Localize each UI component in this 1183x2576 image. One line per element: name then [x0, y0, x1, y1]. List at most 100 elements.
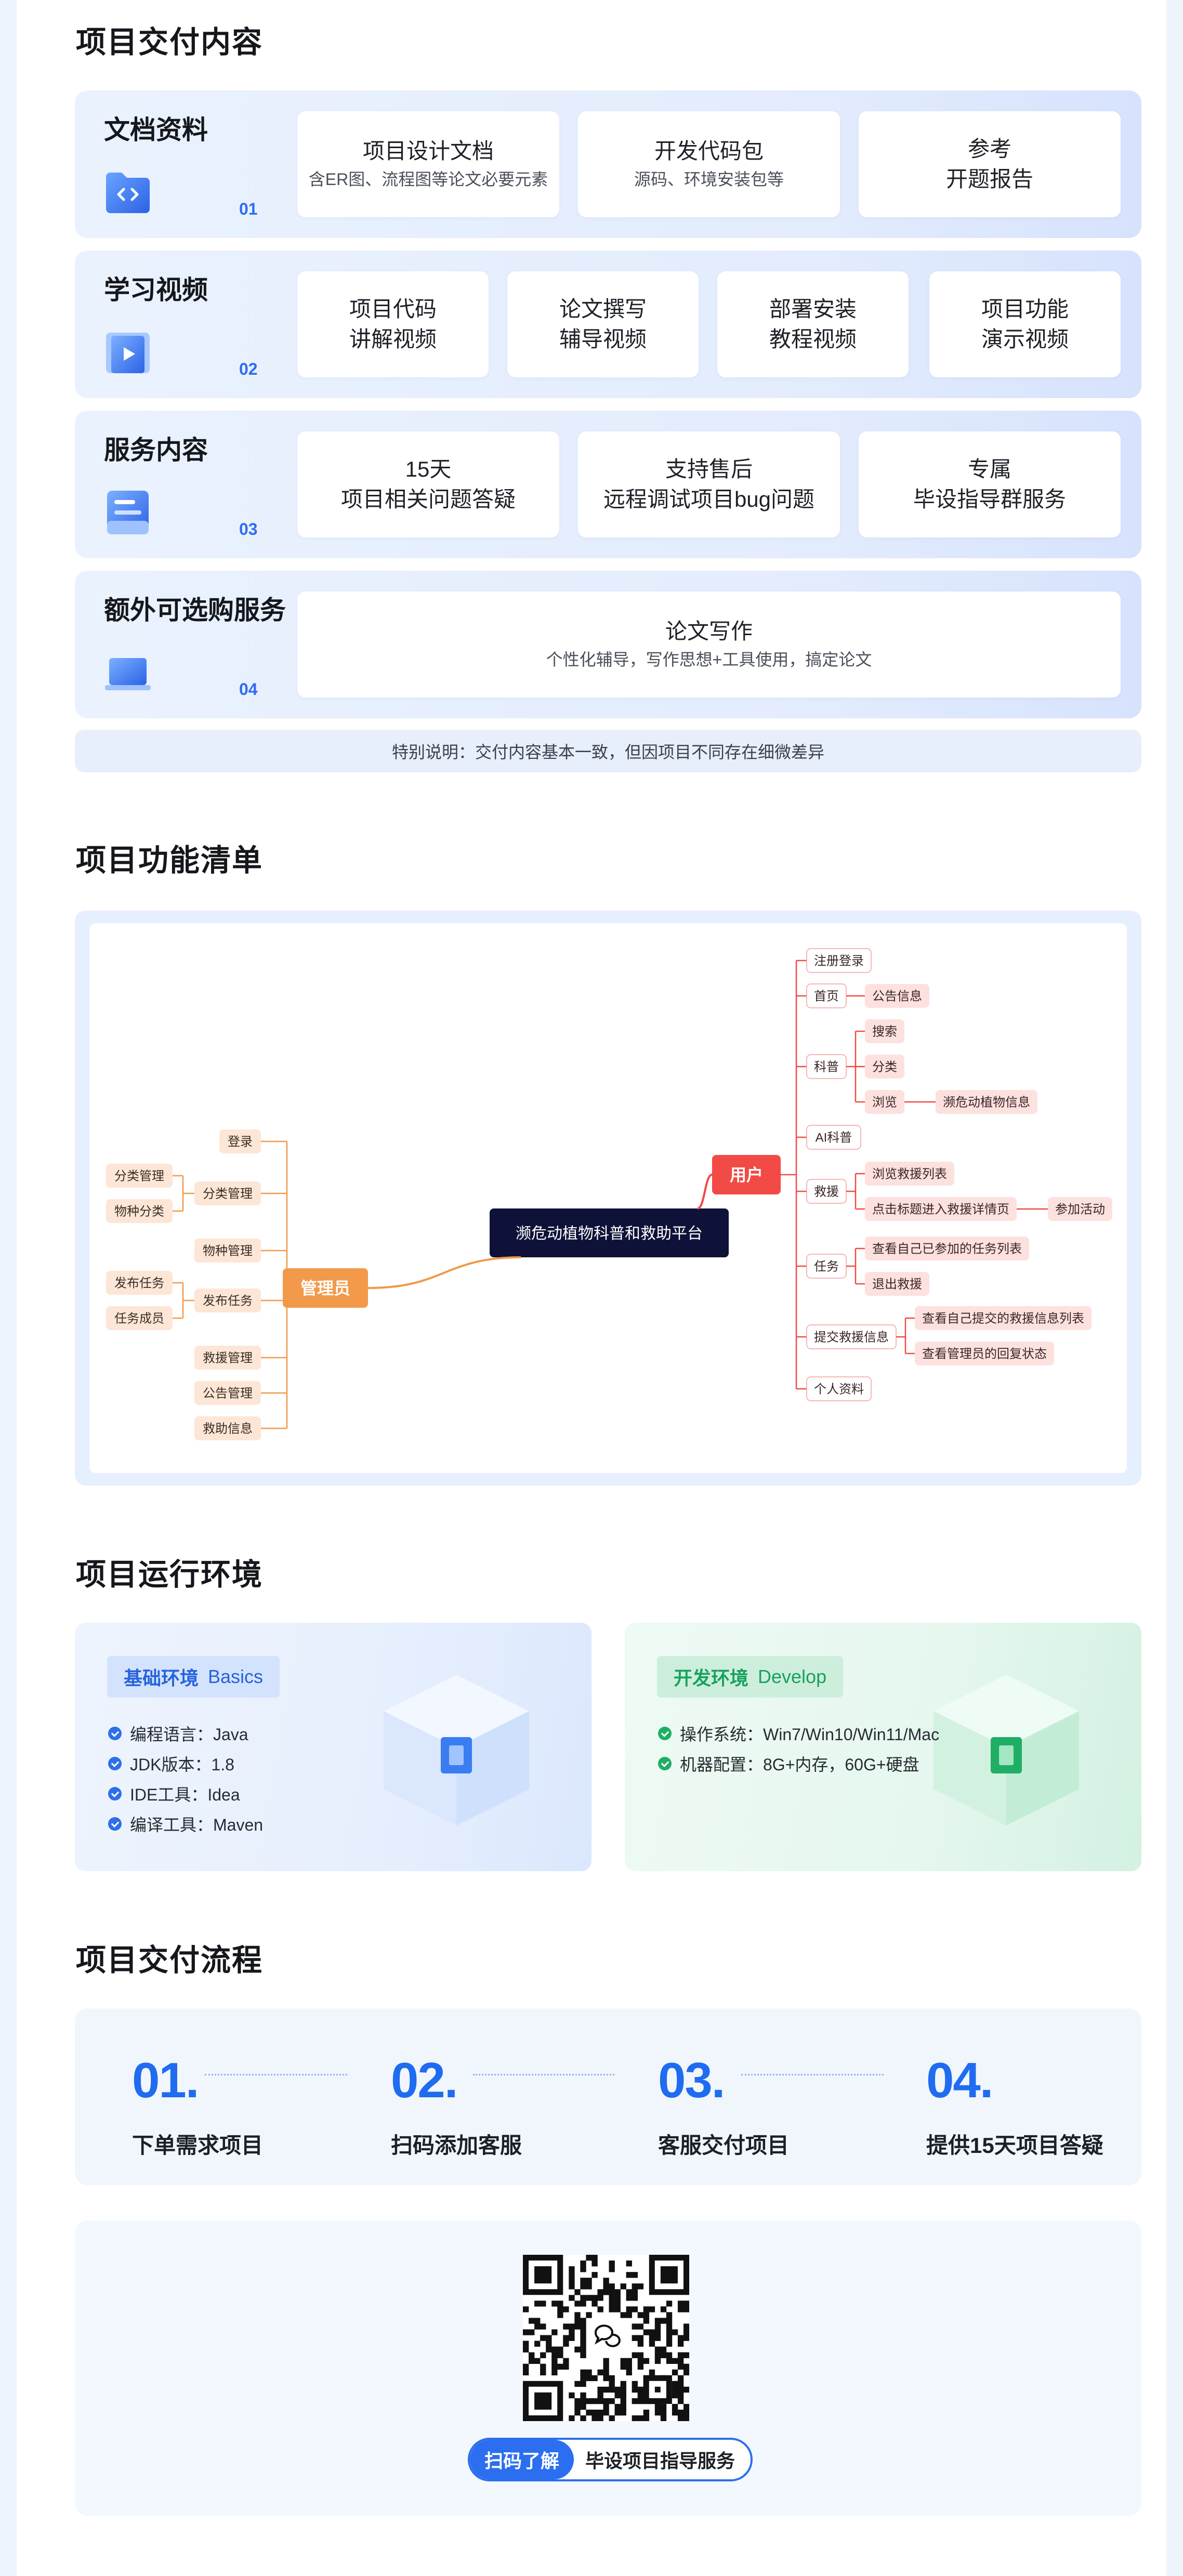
check-circle-icon [108, 1817, 122, 1831]
card-title: 项目代码 [349, 297, 437, 321]
env-tag-en: Develop [758, 1666, 827, 1687]
feature-mindmap: 濒危动植物科普和救助平台管理员登录分类管理分类管理物种分类物种管理发布任务发布任… [89, 923, 1127, 1473]
mindmap-user-subitem: 公告信息 [865, 984, 929, 1008]
mindmap-user-subitem: 浏览救援列表 [865, 1162, 954, 1186]
mindmap-link [697, 1174, 713, 1210]
env-tag-basics: 基础环境 Basics [107, 1656, 280, 1698]
env-item: IDE工具：Idea [108, 1779, 263, 1809]
section-title-flow: 项目交付流程 [76, 1943, 264, 1977]
mindmap-admin-item: 发布任务 [194, 1289, 261, 1312]
svg-text:救助信息: 救助信息 [203, 1422, 253, 1436]
mindmap-user-subitem: 查看自己已参加的任务列表 [865, 1237, 1029, 1260]
svg-text:点击标题进入救援详情页: 点击标题进入救援详情页 [872, 1203, 1009, 1217]
deliverable-row-name: 学习视频 [104, 275, 208, 305]
mindmap-user-subitem: 搜索 [865, 1019, 904, 1043]
env-item: 操作系统：Win7/Win10/Win11/Mac [658, 1718, 939, 1749]
svg-text:管理员: 管理员 [300, 1279, 350, 1298]
deliverable-card: 论文撰写 辅导视频 [507, 271, 699, 377]
deliverable-row-name: 文档资料 [104, 115, 208, 144]
env-item-text: JDK版本：1.8 [130, 1755, 234, 1774]
deliverable-card: 支持售后 远程调试项目bug问题 [578, 431, 840, 537]
env-item: 机器配置：8G+内存，60G+硬盘 [658, 1749, 939, 1779]
qr-section: 扫码了解 毕设项目指导服务 [75, 2220, 1141, 2516]
deliverable-row-extra: 额外可选购服务 04 论文写作 个性化辅导，写作思想+工具使用，搞定论文 [75, 571, 1141, 718]
card-title-line2: 项目相关问题答疑 [340, 487, 516, 511]
svg-text:发布任务: 发布任务 [114, 1277, 164, 1291]
card-title: 项目设计文档 [362, 139, 494, 163]
svg-text:公告信息: 公告信息 [872, 990, 922, 1004]
svg-text:救援: 救援 [814, 1185, 839, 1199]
mindmap-user-node: 用户 [712, 1155, 781, 1194]
mindmap-user-subitem: 退出救援 [865, 1272, 929, 1296]
flow-step-label: 扫码添加客服 [391, 2133, 522, 2158]
check-circle-icon [658, 1757, 672, 1770]
card-title-line2: 辅导视频 [559, 327, 647, 351]
card-subtitle: 个性化辅导，写作思想+工具使用，搞定论文 [546, 650, 872, 669]
svg-text:AI科普: AI科普 [816, 1131, 852, 1145]
svg-text:浏览救援列表: 浏览救援列表 [872, 1167, 947, 1181]
deliverable-row-number: 04 [239, 680, 258, 699]
mindmap-admin-item: 物种管理 [194, 1239, 261, 1263]
svg-text:濒危动植物信息: 濒危动植物信息 [943, 1096, 1030, 1110]
mindmap-link [367, 1256, 521, 1289]
mindmap-admin-subitem: 任务成员 [106, 1306, 173, 1330]
qr-code-icon[interactable] [523, 2255, 689, 2421]
deliverable-row-videos: 学习视频 02 项目代码 讲解视频 论文撰写 辅导视频 部署安装 教程视频 项目… [75, 251, 1141, 398]
deliverable-row-name: 额外可选购服务 [104, 596, 286, 625]
mindmap-admin-node: 管理员 [283, 1268, 368, 1308]
mindmap-admin-item: 分类管理 [194, 1181, 261, 1205]
deliverable-row-name: 服务内容 [104, 436, 208, 465]
mindmap-user-subitem: 浏览 [865, 1090, 904, 1114]
mindmap-user-item: 救援 [806, 1179, 847, 1204]
svg-text:参加活动: 参加活动 [1055, 1203, 1105, 1217]
env-list: 编程语言：Java JDK版本：1.8 IDE工具：Idea 编译工具：Mave… [108, 1718, 263, 1839]
deliverable-card: 论文写作 个性化辅导，写作思想+工具使用，搞定论文 [297, 592, 1121, 698]
deliverable-card: 15天 项目相关问题答疑 [297, 431, 559, 537]
feature-mindmap-panel: 濒危动植物科普和救助平台管理员登录分类管理分类管理物种分类物种管理发布任务发布任… [75, 911, 1141, 1486]
card-title-line2: 远程调试项目bug问题 [603, 487, 815, 511]
laptop-icon [105, 658, 151, 690]
mindmap-user-item: 提交救援信息 [806, 1324, 897, 1349]
env-item-text: 操作系统：Win7/Win10/Win11/Mac [680, 1725, 940, 1744]
deliverable-row-number: 01 [239, 200, 258, 218]
flow-step-number: 01. [132, 2053, 199, 2108]
card-subtitle: 含ER图、流程图等论文必要元素 [308, 170, 548, 189]
env-item-text: 编程语言：Java [130, 1725, 248, 1744]
card-title: 专属 [967, 457, 1011, 481]
flow-step-label: 客服交付项目 [658, 2133, 790, 2158]
flow-step: 03. 客服交付项目 [658, 2052, 789, 2160]
mindmap-user-item: 个人资料 [806, 1376, 872, 1401]
section-title-deliverables: 项目交付内容 [76, 25, 264, 59]
svg-text:科普: 科普 [814, 1060, 839, 1074]
svg-text:物种管理: 物种管理 [203, 1244, 253, 1258]
deliverable-card: 开发代码包 源码、环境安装包等 [578, 111, 840, 217]
mindmap-admin-subitem: 发布任务 [106, 1271, 173, 1295]
special-note: 特别说明：交付内容基本一致，但因项目不同存在细微差异 [75, 730, 1141, 772]
mindmap-user-item: AI科普 [806, 1125, 861, 1150]
svg-text:查看自己提交的救援信息列表: 查看自己提交的救援信息列表 [922, 1312, 1084, 1326]
folder-code-icon [106, 173, 150, 213]
card-title: 部署安装 [769, 297, 857, 321]
flow-connector [205, 2074, 347, 2075]
deliverable-row-services: 服务内容 03 15天 项目相关问题答疑 支持售后 远程调试项目bug问题 专属… [75, 411, 1141, 558]
svg-text:救援管理: 救援管理 [203, 1351, 253, 1365]
flow-connector [473, 2074, 614, 2075]
flow-step: 02. 扫码添加客服 [391, 2052, 522, 2160]
mindmap-user-item: 任务 [806, 1254, 847, 1279]
content-panel: 项目交付内容 文档资料 01 项目设计文档 含ER图、流程图等论文必要元素 开发… [17, 0, 1166, 2576]
section-title-environment: 项目运行环境 [76, 1558, 264, 1592]
deliverable-row-number: 02 [239, 360, 258, 378]
svg-text:分类管理: 分类管理 [114, 1169, 164, 1184]
svg-text:查看自己已参加的任务列表: 查看自己已参加的任务列表 [872, 1242, 1022, 1256]
mindmap-user-leaf: 参加活动 [1048, 1197, 1112, 1221]
card-title-line2: 讲解视频 [349, 327, 437, 351]
section-title-features: 项目功能清单 [76, 844, 264, 877]
flow-step-number: 04. [926, 2053, 993, 2108]
mindmap-canvas: 濒危动植物科普和救助平台管理员登录分类管理分类管理物种分类物种管理发布任务发布任… [106, 948, 1112, 1440]
check-circle-icon [108, 1727, 122, 1740]
env-item-text: IDE工具：Idea [130, 1785, 240, 1804]
flow-step-label: 提供15天项目答疑 [926, 2133, 1103, 2158]
qr-cta-button[interactable]: 扫码了解 毕设项目指导服务 [468, 2438, 753, 2481]
qr-cta-right: 毕设项目指导服务 [585, 2450, 735, 2472]
